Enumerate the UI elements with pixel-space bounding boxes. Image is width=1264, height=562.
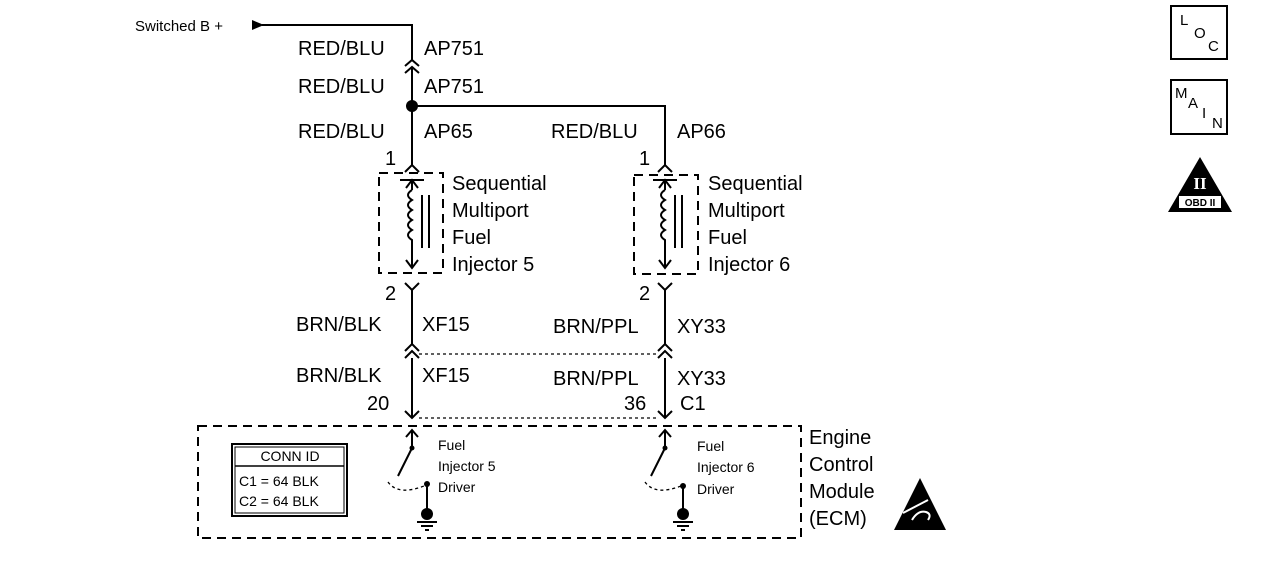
main-letter: N — [1212, 115, 1223, 132]
driver-terminal-icon — [405, 428, 419, 448]
wire-color-label: BRN/BLK — [296, 365, 382, 387]
ecm-label: (ECM) — [809, 508, 867, 530]
ground-icon — [673, 508, 693, 531]
conn-id-c2: C2 = 64 BLK — [239, 493, 319, 509]
conn-id-title: CONN ID — [260, 448, 319, 464]
solenoid-core-icon — [674, 195, 683, 248]
ground-icon — [417, 508, 437, 531]
circuit-label: AP65 — [424, 121, 473, 143]
connector-icon — [404, 163, 420, 173]
circuit-label: AP751 — [424, 38, 484, 60]
circuit-label: XY33 — [677, 316, 726, 338]
connector-icon — [657, 163, 673, 173]
esd-warning-icon — [894, 478, 946, 530]
obd-numeral: II — [1193, 174, 1207, 193]
ecm-outline — [197, 425, 802, 539]
inline-connector-icon — [657, 342, 673, 359]
ecm-label: Engine — [809, 427, 871, 449]
main-letter: I — [1202, 105, 1207, 122]
driver-terminal-icon — [658, 428, 672, 448]
main-letter: A — [1188, 95, 1199, 112]
solenoid-coil-icon — [658, 189, 672, 270]
pin-number: 2 — [385, 283, 396, 305]
circuit-label: XF15 — [422, 365, 470, 387]
circuit-label: XF15 — [422, 314, 470, 336]
circuit-label: AP751 — [424, 76, 484, 98]
pin-number: 1 — [639, 148, 650, 170]
switch-contact-icon — [662, 445, 668, 451]
conn-id-box — [231, 443, 348, 517]
driver-6-label: Injector 6 — [697, 459, 755, 475]
pin-number: 36 — [624, 393, 646, 415]
switch-contact-icon — [409, 445, 415, 451]
obd-ii-button[interactable]: II OBD II — [1167, 156, 1233, 213]
main-button[interactable]: M A I N — [1170, 79, 1228, 135]
wire-color-label: RED/BLU — [551, 121, 638, 143]
wire-color-label: BRN/PPL — [553, 316, 639, 338]
injector-5-label: Multiport — [452, 200, 529, 222]
pin-number: 2 — [639, 283, 650, 305]
injector-6-label: Fuel — [708, 227, 747, 249]
injector-terminal-icon — [400, 178, 424, 190]
inline-connector-icon — [404, 342, 420, 359]
injector-6-label: Multiport — [708, 200, 785, 222]
pin-number: 1 — [385, 148, 396, 170]
obd-label: OBD II — [1185, 198, 1216, 209]
switch-control-link — [644, 481, 682, 491]
injector-5-label: Fuel — [452, 227, 491, 249]
loc-letter: C — [1208, 38, 1219, 55]
driver-6-label: Driver — [697, 481, 735, 497]
wire-ap66 — [412, 105, 666, 165]
switch-control-link — [387, 481, 425, 491]
wire-color-label: BRN/PPL — [553, 368, 639, 390]
loc-button[interactable]: L O C — [1170, 5, 1228, 60]
connector-icon — [657, 410, 673, 420]
loc-letter: L — [1180, 12, 1189, 29]
wires-to-ecm — [411, 358, 666, 418]
wire-color-label: RED/BLU — [298, 76, 385, 98]
driver-5-label: Fuel — [438, 437, 465, 453]
injector-6-label: Sequential — [708, 173, 803, 195]
connector-icon — [404, 410, 420, 420]
driver-5-label: Injector 5 — [438, 458, 496, 474]
power-arrow-icon — [252, 20, 264, 30]
injector-6-label: Injector 6 — [708, 254, 790, 276]
injector-6-outline — [633, 174, 699, 275]
ecm-label: Control — [809, 454, 873, 476]
circuit-label: XY33 — [677, 368, 726, 390]
injector-terminal-icon — [653, 178, 677, 190]
driver-5-label: Driver — [438, 479, 476, 495]
switched-b-plus-label: Switched B + — [135, 18, 223, 35]
injector-5-label: Injector 5 — [452, 254, 534, 276]
ecm-label: Module — [809, 481, 875, 503]
wire-xy33 — [657, 282, 673, 345]
wire-color-label: RED/BLU — [298, 38, 385, 60]
main-letter: M — [1175, 85, 1188, 102]
injector-5-label: Sequential — [452, 173, 547, 195]
wire-color-label: RED/BLU — [298, 121, 385, 143]
driver-switch-icon — [397, 447, 413, 477]
solenoid-coil-icon — [405, 189, 419, 270]
connector-label: C1 — [680, 393, 706, 415]
injector-5-outline — [378, 172, 444, 274]
driver-switch-icon — [650, 447, 666, 477]
conn-id-c1: C1 = 64 BLK — [239, 473, 319, 489]
power-wire — [262, 24, 413, 60]
obd-ii-icon: II OBD II — [1168, 157, 1232, 212]
solenoid-core-icon — [421, 195, 430, 248]
loc-letter: O — [1194, 25, 1206, 42]
wire-xf15 — [404, 282, 420, 345]
wire-color-label: BRN/BLK — [296, 314, 382, 336]
driver-6-label: Fuel — [697, 438, 724, 454]
pin-number: 20 — [367, 393, 389, 415]
circuit-label: AP66 — [677, 121, 726, 143]
